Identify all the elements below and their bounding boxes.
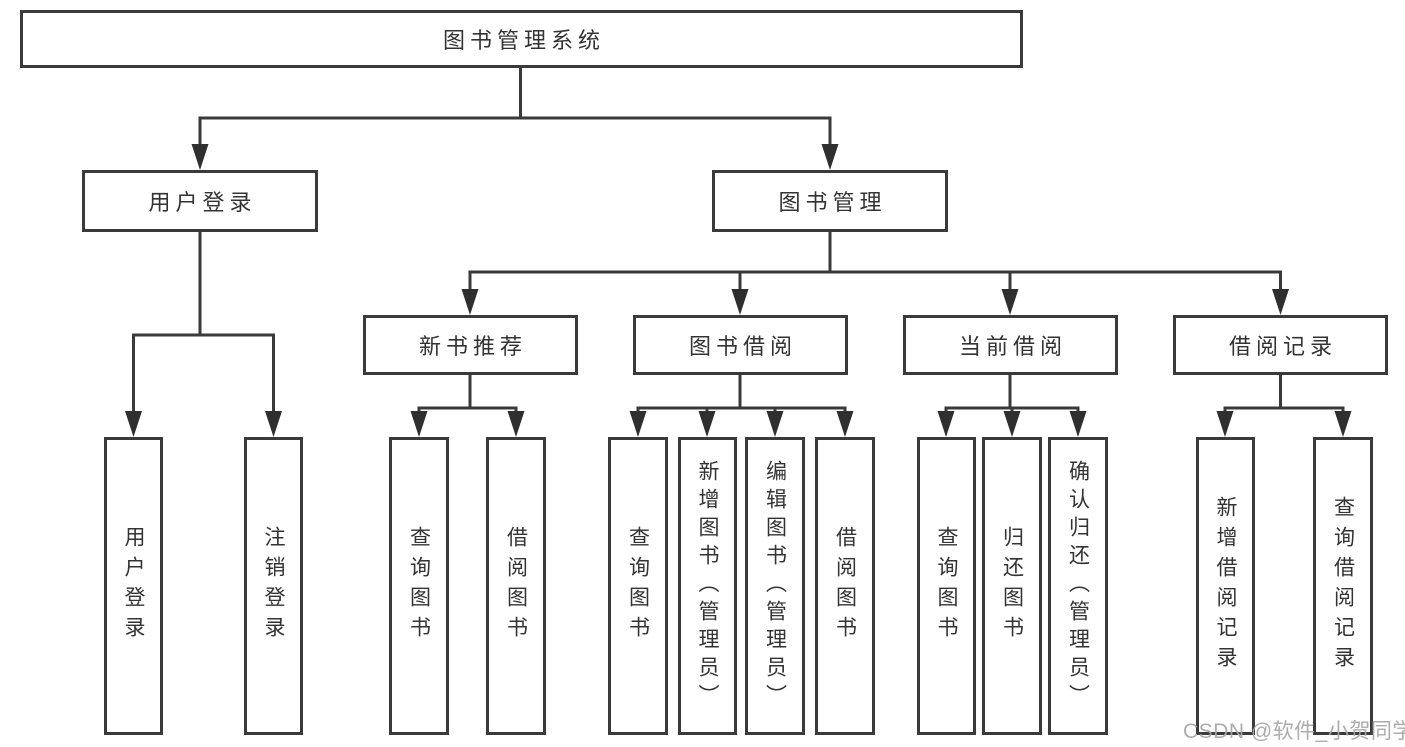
leaf-query-books-borrow: 查询图书 [608, 437, 668, 735]
leaf-query-books-recommend-label: 查询图书 [407, 526, 431, 646]
leaf-add-book-admin-label: 新增图书（管理员） [696, 460, 719, 712]
leaf-query-books-recommend: 查询图书 [389, 437, 449, 735]
leaf-query-books-current: 查询图书 [917, 437, 976, 735]
leaf-user-login: 用户登录 [104, 437, 163, 735]
node-book-borrow: 图书借阅 [633, 315, 848, 375]
node-book-management: 图书管理 [712, 170, 948, 232]
leaf-confirm-return-admin-label: 确认归还（管理员） [1066, 460, 1090, 712]
node-new-book-recommend-label: 新书推荐 [418, 334, 527, 359]
leaf-user-login-label: 用户登录 [122, 526, 145, 646]
leaf-logout-label: 注销登录 [262, 526, 285, 646]
node-current-borrow-label: 当前借阅 [958, 334, 1067, 359]
leaf-borrow-books-recommend-label: 借阅图书 [504, 526, 528, 646]
leaf-query-books-borrow-label: 查询图书 [626, 526, 650, 646]
node-current-borrow: 当前借阅 [903, 315, 1118, 375]
leaf-borrow-books-borrow-label: 借阅图书 [833, 526, 857, 646]
node-book-borrow-label: 图书借阅 [688, 334, 797, 359]
leaf-borrow-books-borrow: 借阅图书 [815, 437, 875, 735]
node-root-label: 图书管理系统 [442, 28, 605, 53]
leaf-add-borrow-record: 新增借阅记录 [1196, 437, 1255, 735]
node-borrow-records: 借阅记录 [1173, 315, 1388, 375]
leaf-add-borrow-record-label: 新增借阅记录 [1214, 496, 1237, 676]
leaf-add-book-admin: 新增图书（管理员） [678, 437, 737, 735]
node-root: 图书管理系统 [20, 10, 1023, 68]
leaf-query-borrow-record-label: 查询借阅记录 [1331, 496, 1355, 676]
leaf-borrow-books-recommend: 借阅图书 [486, 437, 546, 735]
leaf-return-books: 归还图书 [982, 437, 1042, 735]
leaf-query-books-current-label: 查询图书 [935, 526, 958, 646]
leaf-edit-book-admin: 编辑图书（管理员） [745, 437, 805, 735]
leaf-return-books-label: 归还图书 [1000, 526, 1024, 646]
leaf-logout: 注销登录 [244, 437, 303, 735]
node-user-login: 用户登录 [82, 170, 318, 232]
leaf-confirm-return-admin: 确认归还（管理员） [1048, 437, 1108, 735]
leaf-edit-book-admin-label: 编辑图书（管理员） [763, 460, 787, 712]
node-user-login-label: 用户登录 [148, 190, 257, 215]
node-borrow-records-label: 借阅记录 [1228, 334, 1337, 359]
node-book-management-label: 图书管理 [778, 190, 887, 215]
leaf-query-borrow-record: 查询借阅记录 [1313, 437, 1373, 735]
csdn-watermark: CSDN @软件_小贺同学 [1183, 720, 1405, 743]
node-new-book-recommend: 新书推荐 [363, 315, 578, 375]
